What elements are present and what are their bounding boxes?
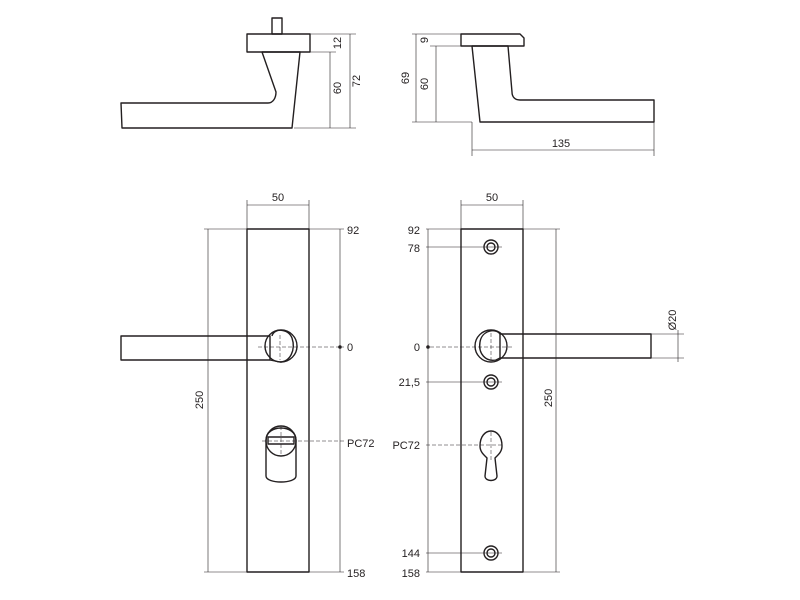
front-left-view: 50 92 0 PC72 158 250 [120,192,375,580]
lever-neck [269,329,294,363]
dim-label-158: 158 [347,568,365,580]
keyhole-icon [479,430,503,482]
backplate [246,228,310,573]
rose-icon [474,329,508,363]
dim-label-pc72-right: PC72 [392,440,420,452]
dim-label-92: 92 [347,225,359,237]
dim-label-9: 9 [419,37,431,43]
dim-label-50: 50 [272,192,284,204]
dim-label-0-right: 0 [414,342,420,354]
dim-label-78: 78 [408,243,420,255]
dim-label-92-right: 92 [408,225,420,237]
dim-label-250: 250 [194,391,206,409]
dim-label-60-right: 60 [419,78,431,90]
spindle-pin [271,17,283,35]
dim-label-pc72: PC72 [347,438,375,450]
dim-label-144: 144 [402,548,420,560]
dim-label-250-right: 250 [543,389,555,407]
dim-label-72: 72 [351,75,363,87]
rose-plate [460,33,525,47]
dim-label-21-5: 21,5 [399,377,420,389]
rose-collar [246,33,311,53]
lever-side-profile-right [471,45,655,123]
dim-label-60: 60 [332,82,344,94]
front-right-view: 50 92 78 0 21,5 PC72 144 158 250 Ø20 [392,192,684,580]
zero-marker [338,345,342,349]
lever-neck-right [479,330,501,361]
dim-label-12: 12 [332,37,344,49]
lever-side-profile [120,51,301,129]
dim-label-0: 0 [347,342,353,354]
dim-label-69: 69 [400,72,412,84]
keyhole-icon [265,427,297,483]
top-left-view: 12 60 72 [120,17,363,129]
dim-label-158-right: 158 [402,568,420,580]
backplate-right [460,228,524,573]
dim-label-50-right: 50 [486,192,498,204]
dim-label-135: 135 [552,138,570,150]
zero-marker [426,345,430,349]
top-right-view: 9 60 69 135 [400,33,655,156]
dim-label-dia20: Ø20 [667,310,679,331]
